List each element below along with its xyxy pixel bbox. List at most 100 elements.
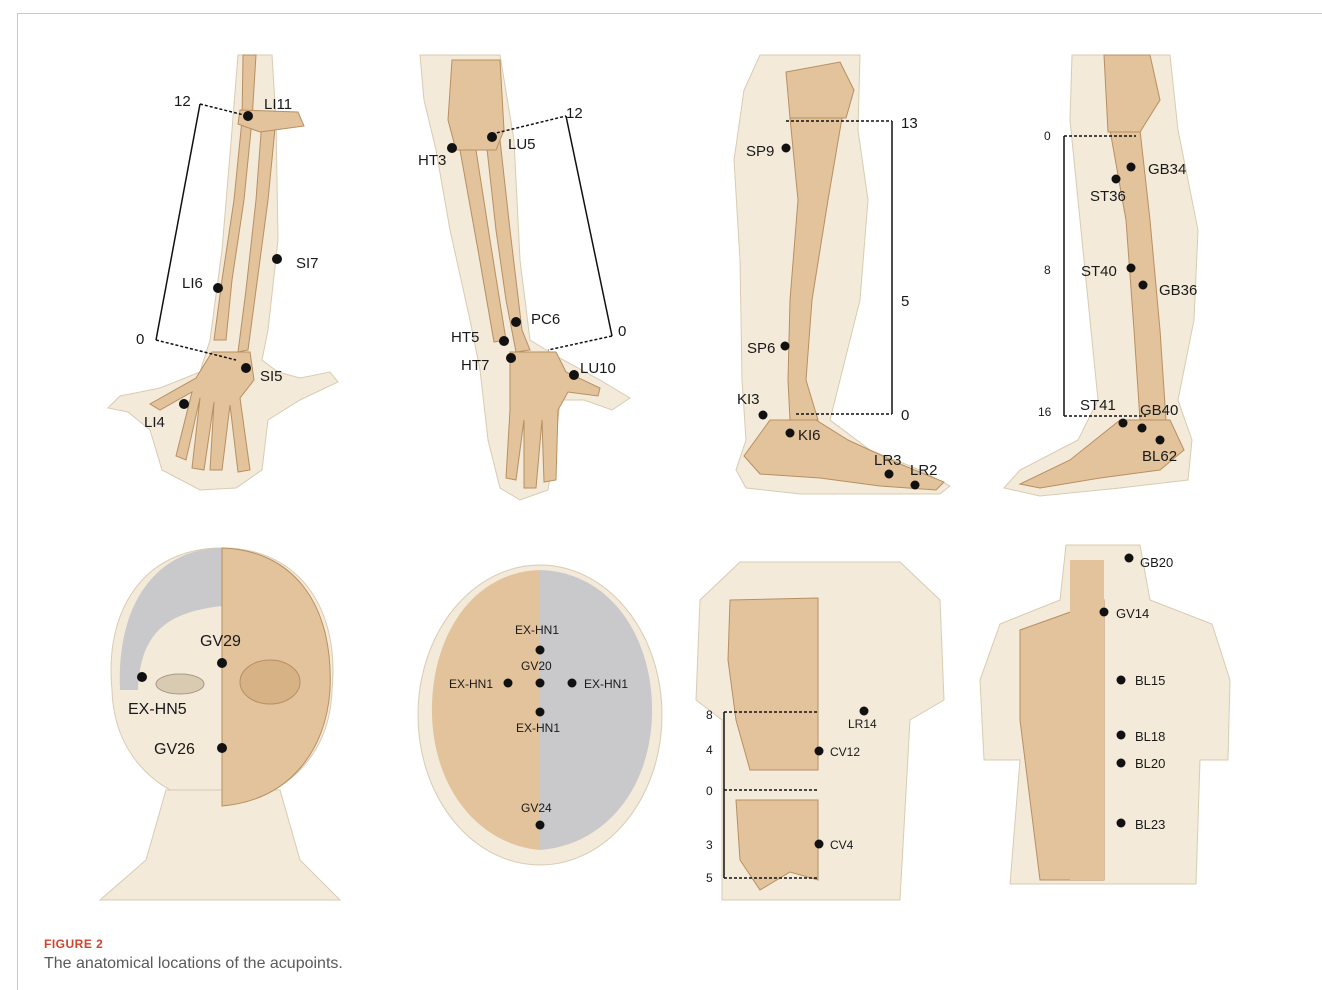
scale-leg-medial-top: 13 bbox=[901, 115, 918, 132]
label-GB20: GB20 bbox=[1140, 555, 1173, 570]
dot-ST36 bbox=[1112, 175, 1121, 184]
dot-GB20 bbox=[1125, 554, 1134, 563]
dot-SI7 bbox=[272, 254, 282, 264]
label-LR2: LR2 bbox=[910, 462, 938, 479]
dot-PC6 bbox=[511, 317, 521, 327]
label-GV14: GV14 bbox=[1116, 606, 1149, 621]
dot-LR14 bbox=[860, 707, 869, 716]
face-neck bbox=[100, 790, 340, 900]
label-BL20: BL20 bbox=[1135, 756, 1165, 771]
label-GV29: GV29 bbox=[200, 633, 241, 650]
scale-torso-front-4: 4 bbox=[706, 743, 713, 757]
label-LU10: LU10 bbox=[580, 360, 616, 377]
dot-EX-HN5 bbox=[137, 672, 147, 682]
dot-SI5 bbox=[241, 363, 251, 373]
dot-CV12 bbox=[815, 747, 824, 756]
label-KI3: KI3 bbox=[737, 391, 760, 408]
label-HT3: HT3 bbox=[418, 152, 446, 169]
panel-face bbox=[100, 548, 340, 900]
label-EX-HN1-right: EX-HN1 bbox=[584, 677, 628, 691]
dot-EX-HN1-right bbox=[568, 679, 577, 688]
dot-GB34 bbox=[1127, 163, 1136, 172]
face-eye-socket bbox=[240, 660, 300, 704]
acupoint-figure: LI11 SI7 LI6 SI5 LI4 HT3 LU5 PC6 HT5 HT7… bbox=[0, 0, 1322, 930]
dot-EX-HN1-bottom bbox=[536, 708, 545, 717]
dot-LR3 bbox=[885, 470, 894, 479]
dot-GB40 bbox=[1138, 424, 1147, 433]
scale-torso-front-0: 0 bbox=[706, 784, 713, 798]
dot-KI6 bbox=[786, 429, 795, 438]
label-EX-HN1-top: EX-HN1 bbox=[515, 623, 559, 637]
label-HT7: HT7 bbox=[461, 357, 489, 374]
dot-ST40 bbox=[1127, 264, 1136, 273]
panel-arm-front bbox=[420, 55, 630, 500]
dot-LU5 bbox=[487, 132, 497, 142]
dot-EX-HN1-top bbox=[536, 646, 545, 655]
scale-torso-front-3: 3 bbox=[706, 838, 713, 852]
label-PC6: PC6 bbox=[531, 311, 560, 328]
dot-HT3 bbox=[447, 143, 457, 153]
scale-torso-front-8: 8 bbox=[706, 708, 713, 722]
label-GB34: GB34 bbox=[1148, 161, 1186, 178]
scale-arm-front-top: 12 bbox=[566, 105, 583, 122]
dot-GB36 bbox=[1139, 281, 1148, 290]
dot-SP9 bbox=[782, 144, 791, 153]
dot-LI11 bbox=[243, 111, 253, 121]
scale-leg-lateral-mid: 8 bbox=[1044, 263, 1051, 277]
panel-torso-front bbox=[696, 562, 944, 900]
label-EX-HN1-left: EX-HN1 bbox=[449, 677, 493, 691]
label-GV26: GV26 bbox=[154, 741, 195, 758]
dot-BL23 bbox=[1117, 819, 1126, 828]
dot-EX-HN1-left bbox=[504, 679, 513, 688]
dot-BL15 bbox=[1117, 676, 1126, 685]
label-EX-HN5: EX-HN5 bbox=[128, 701, 187, 718]
dot-BL18 bbox=[1117, 731, 1126, 740]
scale-leg-lateral-top: 0 bbox=[1044, 129, 1051, 143]
label-GB40: GB40 bbox=[1140, 402, 1178, 419]
scale-arm-front-bottom: 0 bbox=[618, 323, 626, 340]
figure-caption: The anatomical locations of the acupoint… bbox=[44, 955, 343, 973]
label-ST36: ST36 bbox=[1090, 188, 1126, 205]
dot-LR2 bbox=[911, 481, 920, 490]
label-SP6: SP6 bbox=[747, 340, 775, 357]
dot-KI3 bbox=[759, 411, 768, 420]
dot-GV24 bbox=[536, 821, 545, 830]
label-LI4: LI4 bbox=[144, 414, 165, 431]
scale-leg-medial-mid: 5 bbox=[901, 293, 909, 310]
dot-GV14 bbox=[1100, 608, 1109, 617]
dot-GV20 bbox=[536, 679, 545, 688]
dot-HT7 bbox=[506, 353, 516, 363]
label-BL15: BL15 bbox=[1135, 673, 1165, 688]
dot-SP6 bbox=[781, 342, 790, 351]
label-BL18: BL18 bbox=[1135, 729, 1165, 744]
label-LU5: LU5 bbox=[508, 136, 536, 153]
scale-leg-lateral-bottom: 16 bbox=[1038, 405, 1052, 419]
label-SI5: SI5 bbox=[260, 368, 283, 385]
label-EX-HN1-bottom: EX-HN1 bbox=[516, 721, 560, 735]
scale-torso-front-5: 5 bbox=[706, 871, 713, 885]
torso-back-spine bbox=[1070, 560, 1104, 880]
scale-leg-medial-bottom: 0 bbox=[901, 407, 909, 424]
label-CV12: CV12 bbox=[830, 745, 860, 759]
label-HT5: HT5 bbox=[451, 329, 479, 346]
label-GB36: GB36 bbox=[1159, 282, 1197, 299]
dot-GV29 bbox=[217, 658, 227, 668]
dot-LU10 bbox=[569, 370, 579, 380]
panel-torso-back bbox=[980, 545, 1230, 884]
label-SI7: SI7 bbox=[296, 255, 319, 272]
label-SP9: SP9 bbox=[746, 143, 774, 160]
dot-HT5 bbox=[499, 336, 509, 346]
label-ST41: ST41 bbox=[1080, 397, 1116, 414]
dot-LI4 bbox=[179, 399, 189, 409]
label-LR3: LR3 bbox=[874, 452, 902, 469]
label-GV24: GV24 bbox=[521, 801, 552, 815]
scale-arm-back-bottom: 0 bbox=[136, 331, 144, 348]
dot-BL62 bbox=[1156, 436, 1165, 445]
label-GV20: GV20 bbox=[521, 659, 552, 673]
label-CV4: CV4 bbox=[830, 838, 854, 852]
face-eye bbox=[156, 674, 204, 694]
label-BL23: BL23 bbox=[1135, 817, 1165, 832]
dot-BL20 bbox=[1117, 759, 1126, 768]
dot-GV26 bbox=[217, 743, 227, 753]
dot-ST41 bbox=[1119, 419, 1128, 428]
